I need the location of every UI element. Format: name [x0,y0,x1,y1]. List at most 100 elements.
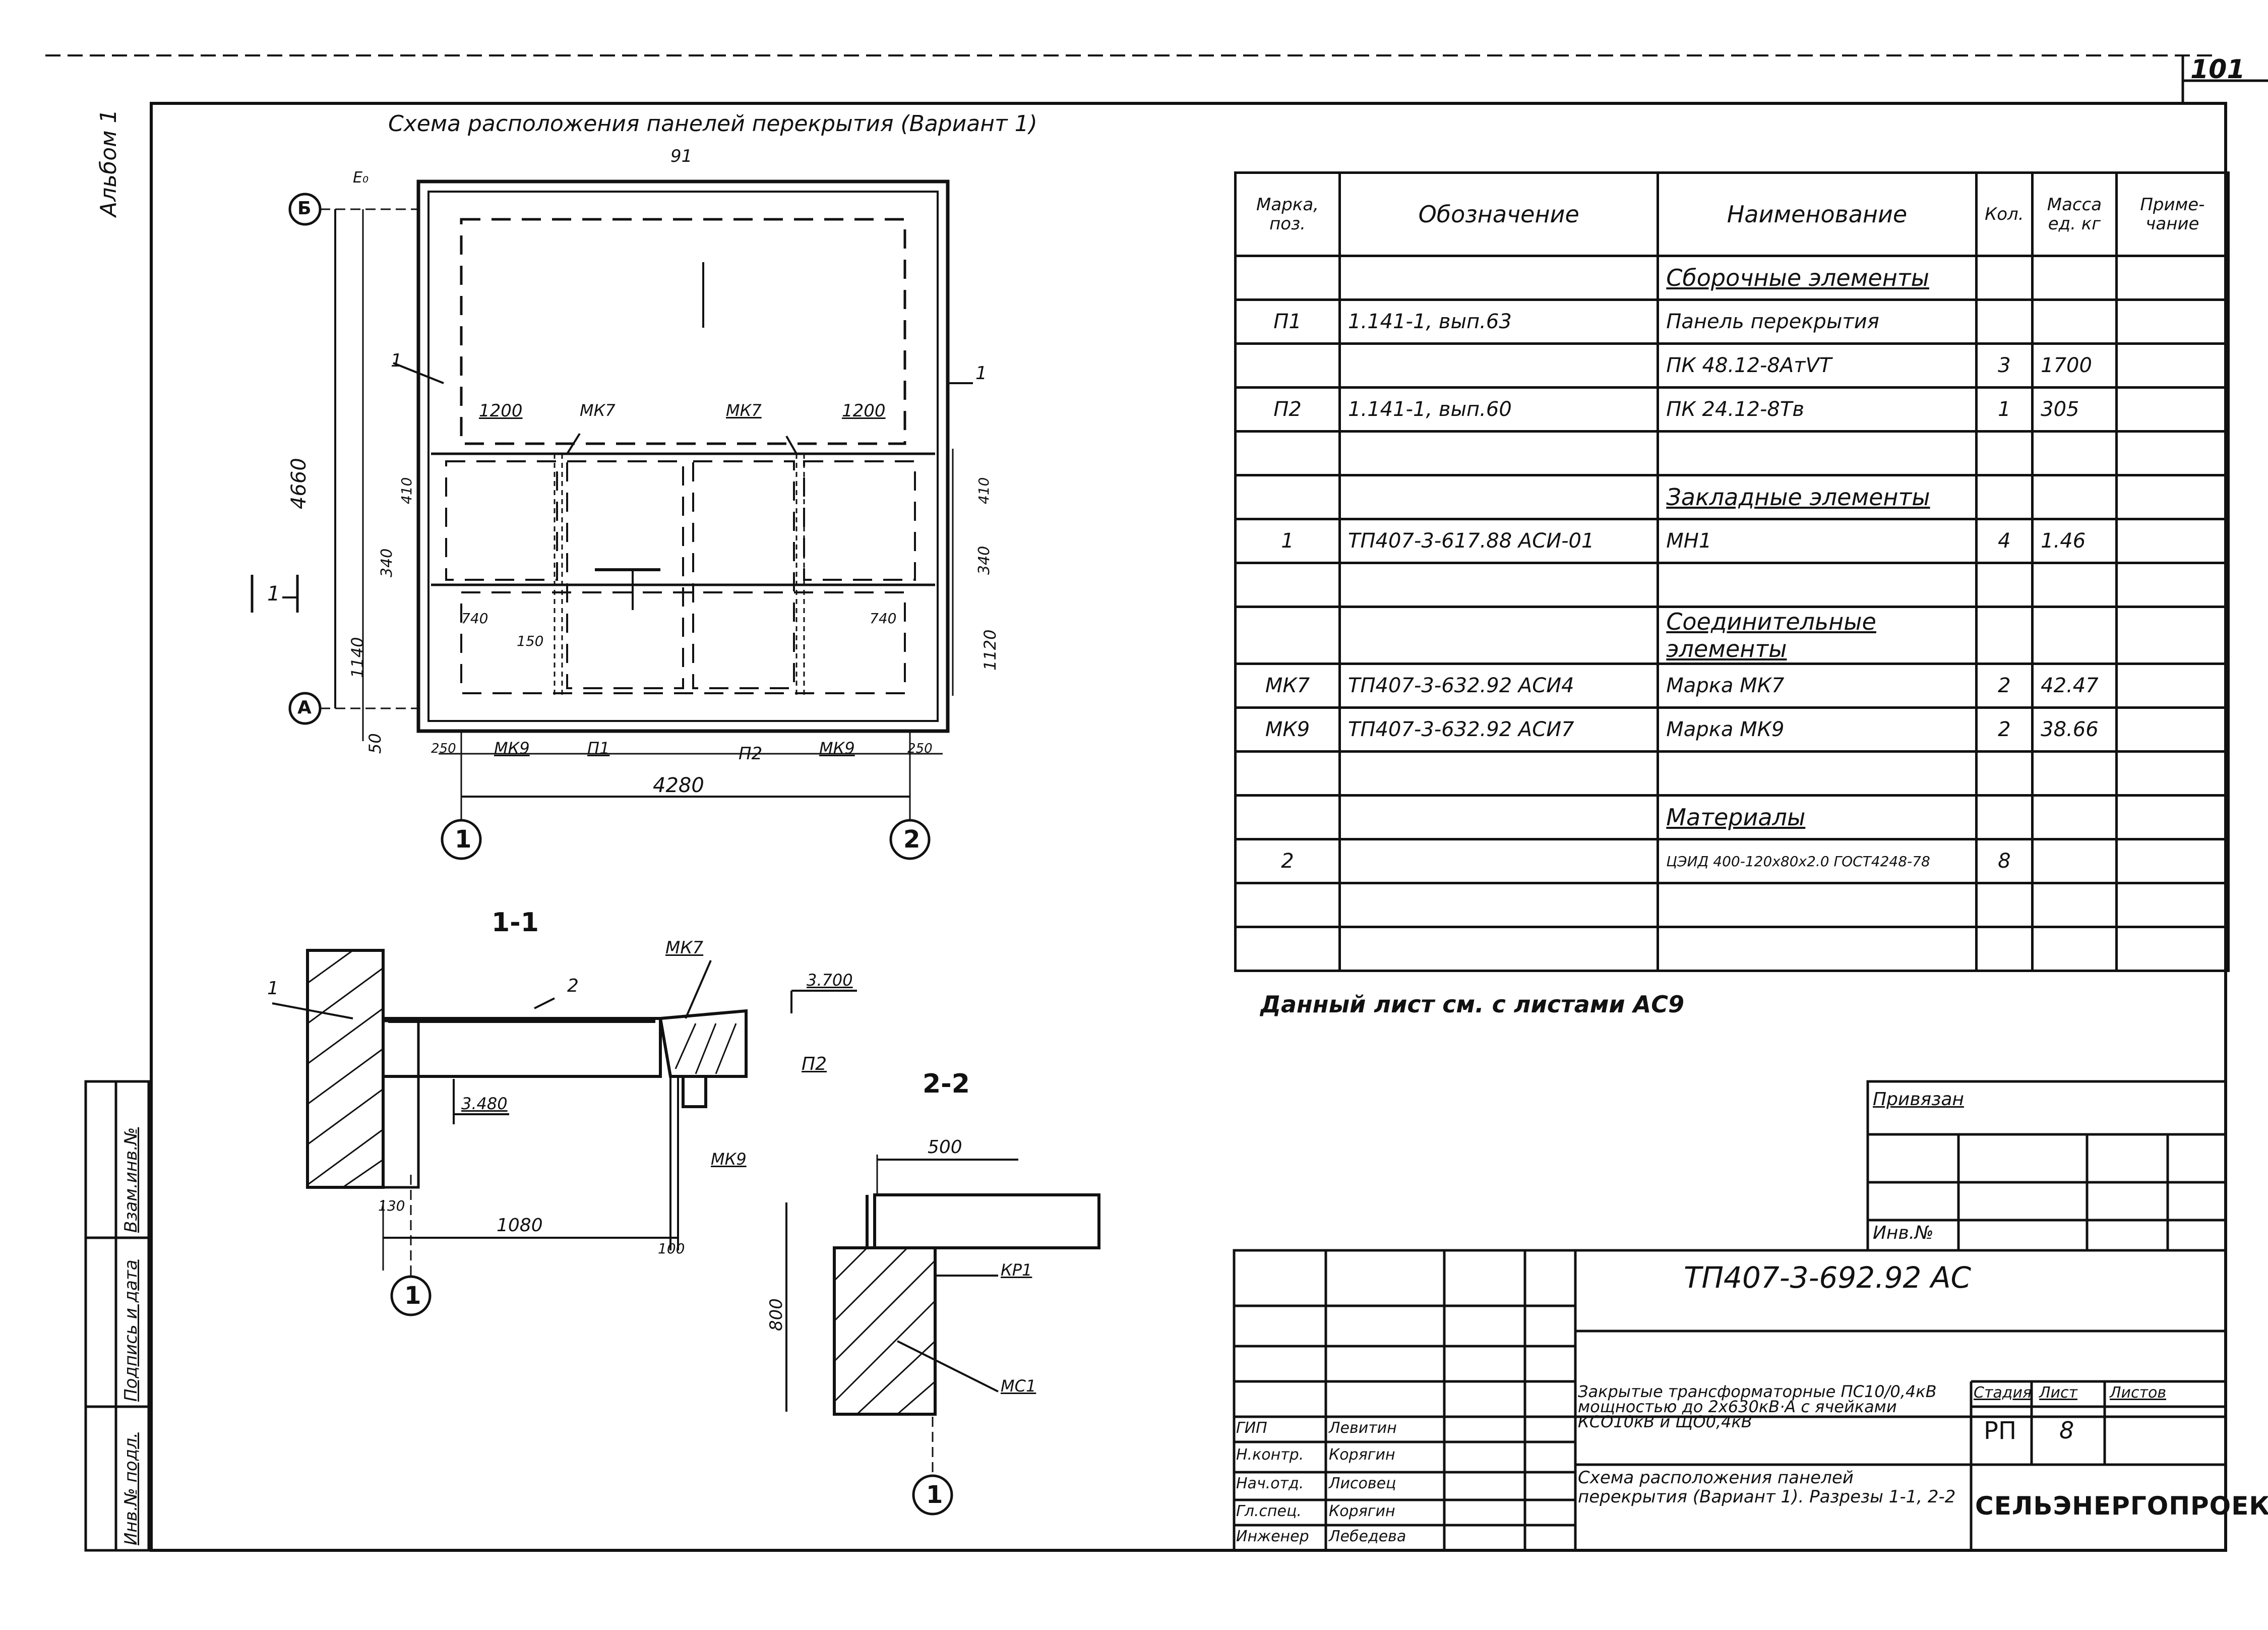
plan-section-mark: 1 [267,582,280,606]
spec-row [1234,882,2230,928]
spec-cell-mark [1234,255,1341,301]
spec-cell-note [2115,794,2230,840]
section-1-pos-1: 1 [267,978,279,999]
section-2-axis: 1 [926,1481,943,1509]
spec-row: Материалы [1234,794,2230,840]
spec-cell-mass: 305 [2031,386,2118,433]
spec-cell-name: Панель перекрытия [1657,298,1978,345]
spec-cell-note [2115,430,2230,476]
plan-dim-410-right: 410 [975,477,992,504]
spec-cell-mass: 1.46 [2031,518,2118,564]
plan-dim-740-left: 740 [461,610,488,627]
spec-cell-note [2115,298,2230,345]
spec-row: Закладные элементы [1234,474,2230,520]
spec-row: Сборочные элементы [1234,255,2230,301]
spec-cell-mark [1234,342,1341,389]
spec-cell-mark: МК9 [1234,706,1341,753]
specification-table: Марка, поз. Обозначение Наименование Кол… [1234,171,2230,972]
title-person-role: Нач.отд. [1236,1475,1304,1492]
spec-cell-qty [1975,926,2034,972]
section-1-dim-100: 100 [658,1240,685,1257]
spec-row [1234,750,2230,797]
spec-cell-name: Закладные элементы [1657,474,1978,520]
plan-dim-1200-right: 1200 [842,401,886,421]
section-1-title: 1-1 [492,908,539,938]
title-person-name: Лебедева [1329,1528,1406,1545]
plan-pos-1-right: 1 [975,363,987,384]
spec-row [1234,926,2230,972]
section-2-dim-800: 800 [766,1298,786,1331]
axis-1-label: 1 [455,825,472,854]
spec-cell-mass [2031,606,2118,665]
plan-dim-410-left: 410 [398,477,415,504]
section-1-label-mk9: МК9 [711,1150,747,1169]
spec-cell-mark: П2 [1234,386,1341,433]
section-1-pos-2: 2 [567,976,579,996]
title-doc-code: ТП407-3-692.92 АС [1684,1260,1972,1295]
spec-cell-designation [1338,430,1660,476]
section-2-2 [785,1155,1100,1516]
spec-cell-name: Материалы [1657,794,1978,840]
spec-cell-designation: ТП407-3-632.92 АСИ7 [1338,706,1660,753]
title-project-name: Закрытые трансформаторные ПС10/0,4кВ мощ… [1578,1382,1937,1431]
spec-cell-qty: 2 [1975,706,2034,753]
spec-cell-qty: 3 [1975,342,2034,389]
spec-cell-designation [1338,794,1660,840]
side-stamp-vzam-inv: Взам.инв.№ [121,1127,141,1233]
spec-cell-designation [1338,255,1660,301]
spec-cell-mass [2031,474,2118,520]
spec-cell-name: Марка МК7 [1657,662,1978,709]
spec-cell-designation: 1.141-1, вып.63 [1338,298,1660,345]
spec-cell-designation [1338,562,1660,608]
title-person-role: Гл.спец. [1236,1502,1302,1520]
spec-header-qty: Кол. [1975,171,2034,257]
plan-label-p2: П2 [739,744,763,764]
spec-cell-note [2115,750,2230,797]
spec-cell-name: Соединительные элементы [1657,606,1978,665]
spec-cell-note [2115,882,2230,928]
spec-cell-designation [1338,882,1660,928]
spec-cell-qty [1975,562,2034,608]
spec-cell-qty [1975,882,2034,928]
plan-label-p1: П1 [587,739,610,758]
spec-cell-designation: ТП407-3-632.92 АСИ4 [1338,662,1660,709]
section-1-dim-1080: 1080 [497,1215,543,1236]
spec-cell-designation [1338,838,1660,884]
spec-cell-mark: 1 [1234,518,1341,564]
spec-cell-name [1657,750,1978,797]
spec-cell-qty [1975,794,2034,840]
section-1-level-top: 3.700 [807,971,853,990]
spec-cell-name: ПК 24.12-8Тв [1657,386,1978,433]
section-2-label-kp1: КР1 [1001,1260,1032,1280]
spec-cell-note [2115,926,2230,972]
plan-dim-1120: 1120 [980,629,1000,671]
inv-no-label: Инв.№ [1873,1223,1934,1243]
plan-dim-50: 50 [365,733,385,754]
spec-cell-mass [2031,838,2118,884]
spec-header-note: Приме-чание [2115,171,2230,257]
title-stage-value: РП [1984,1417,2017,1445]
spec-cell-name [1657,882,1978,928]
plan-dim-4660: 4660 [287,458,311,509]
spec-row: Соединительные элементы [1234,606,2230,665]
section-1-label-mk7: МК7 [665,938,704,958]
spec-cell-designation: ТП407-3-617.88 АСИ-01 [1338,518,1660,564]
spec-cell-name: Марка МК9 [1657,706,1978,753]
plan-dim-340-right: 340 [975,546,993,575]
spec-cell-mark: П1 [1234,298,1341,345]
spec-header-row: Марка, поз. Обозначение Наименование Кол… [1234,171,2230,257]
plan-dim-150: 150 [517,633,544,649]
spec-cell-mark [1234,882,1341,928]
plan-dim-740-right: 740 [870,610,897,627]
spec-cell-name [1657,430,1978,476]
spec-cell-note [2115,342,2230,389]
title-person-name: Левитин [1329,1419,1397,1437]
axis-b-label: Б [297,198,312,219]
title-sheets-label: Листов [2110,1384,2167,1402]
